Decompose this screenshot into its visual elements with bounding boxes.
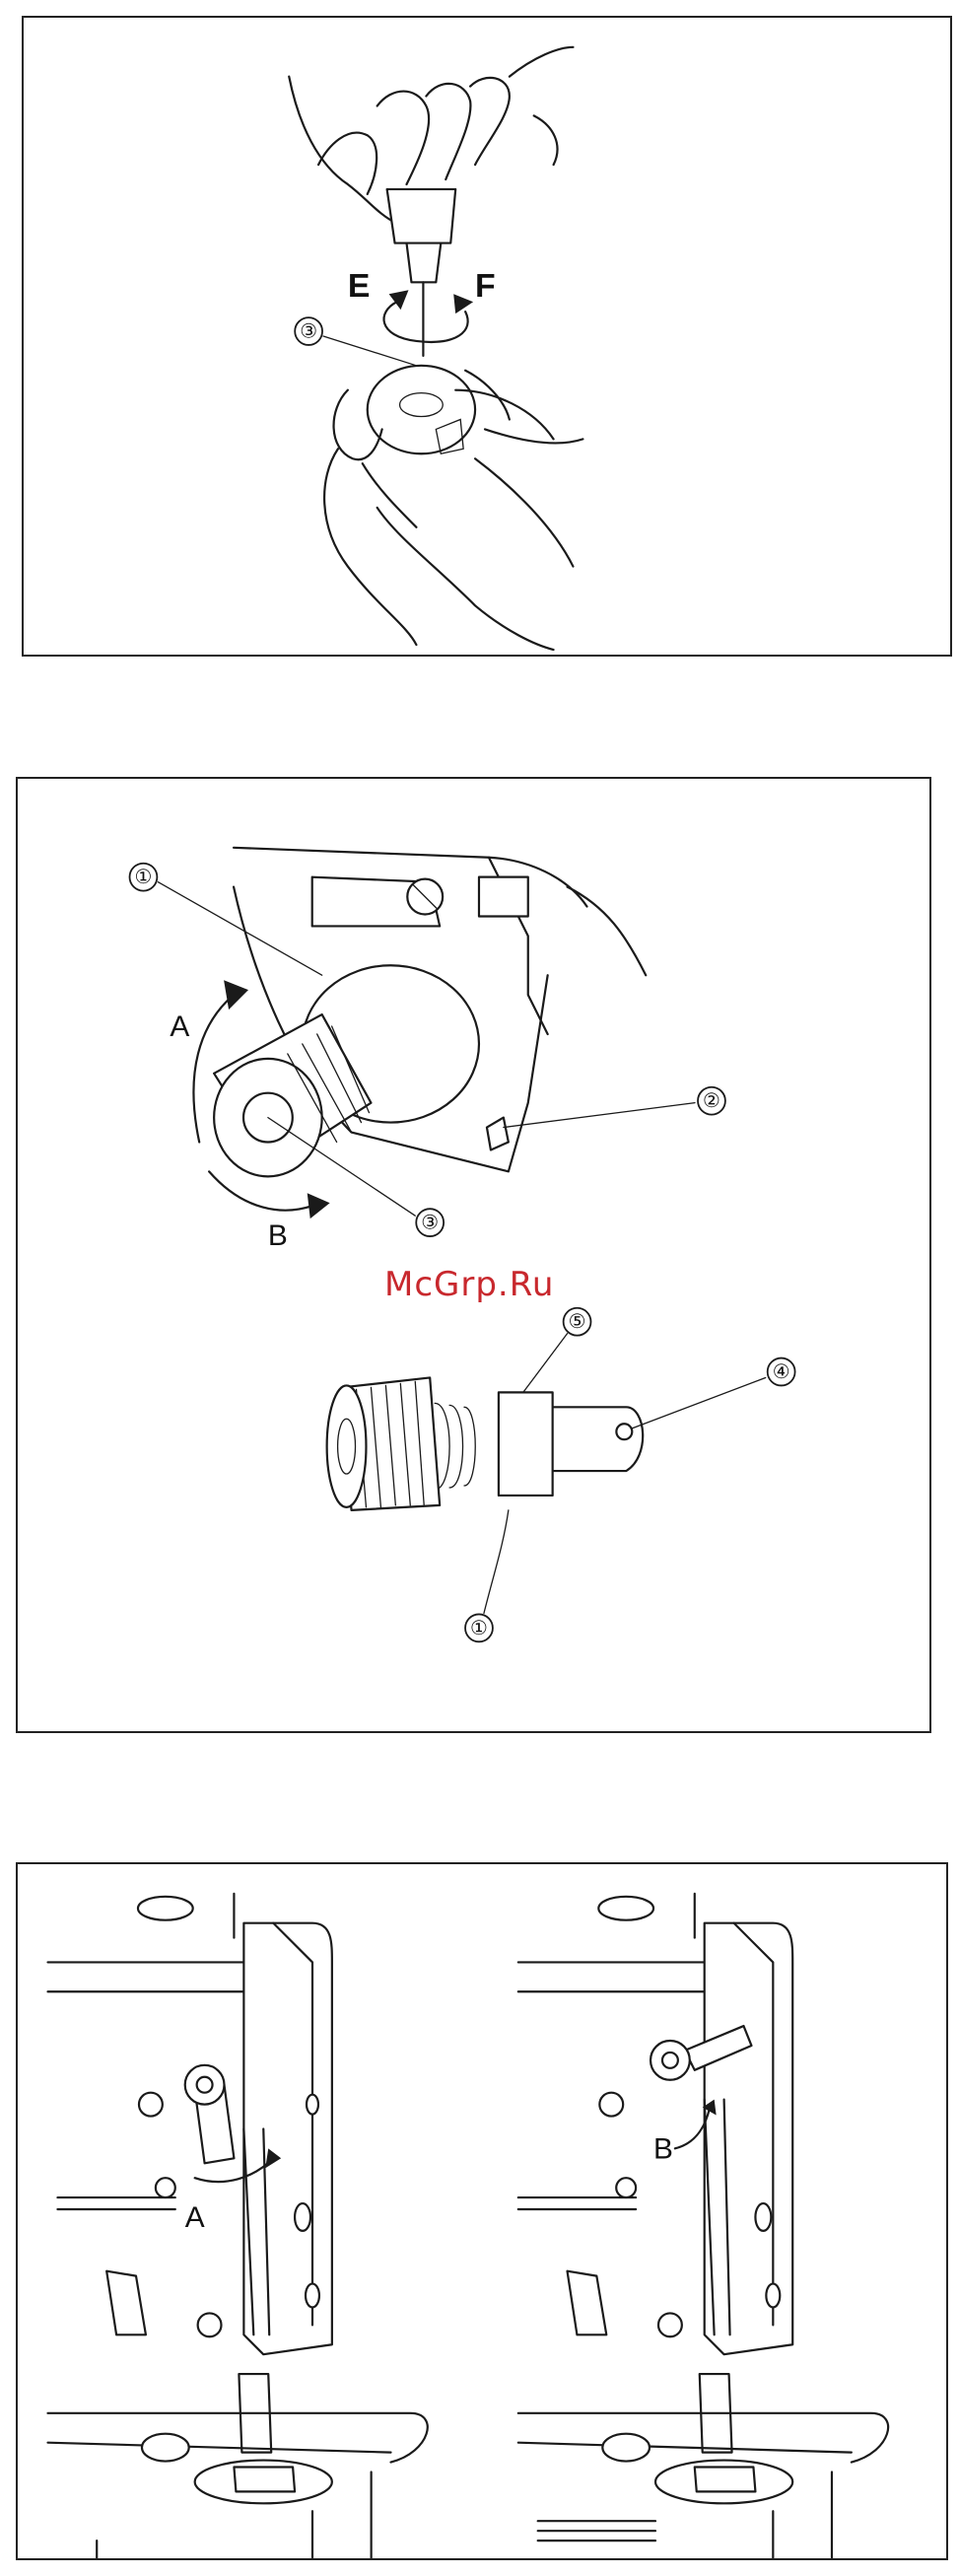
machine-head-views-illustration: A B: [18, 1864, 946, 2558]
figure-bobbin-tension-adjustment: E F ③: [22, 16, 952, 657]
label-callout-3: ③: [300, 320, 317, 343]
label-callout-5: ⑤: [569, 1310, 586, 1333]
label-f: F: [475, 267, 496, 305]
label-callout-1-top: ①: [135, 866, 153, 888]
bobbin-tension-illustration: E F ③: [24, 18, 950, 655]
label-b: B: [268, 1219, 288, 1252]
tension-assembly-illustration: ① A B ② ③ ⑤ ④ ①: [18, 779, 929, 1731]
label-callout-1-bottom: ①: [470, 1617, 488, 1639]
label-callout-4: ④: [773, 1360, 790, 1383]
label-position-b: B: [653, 2132, 673, 2165]
figure-thread-take-up-positions: A B: [16, 1862, 948, 2560]
label-callout-2: ②: [703, 1089, 720, 1112]
label-a: A: [170, 1010, 189, 1043]
watermark-text: McGrp.Ru: [384, 1265, 554, 1304]
label-callout-3: ③: [421, 1212, 439, 1234]
view-a: A: [48, 1894, 428, 2558]
label-e: E: [348, 267, 371, 305]
figure-thread-tension-assembly: ① A B ② ③ ⑤ ④ ①: [16, 777, 931, 1733]
view-b: B: [518, 1894, 888, 2558]
label-position-a: A: [185, 2201, 205, 2234]
